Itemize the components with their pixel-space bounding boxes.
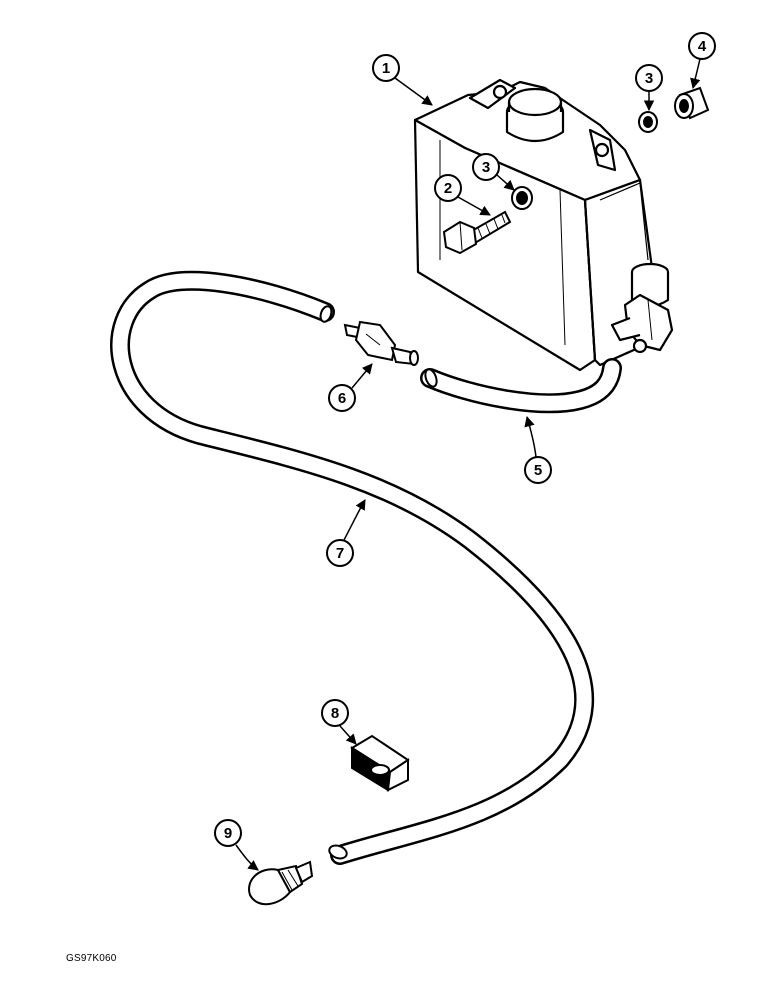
callout-2: 2 [434,174,491,216]
callout-1: 1 [372,54,433,106]
callout-5: 5 [524,415,552,484]
callout-6: 6 [328,363,373,412]
svg-text:1: 1 [382,60,390,77]
washer-top [638,111,658,133]
callout-4: 4 [688,32,716,90]
svg-text:5: 5 [534,462,542,479]
bolt [442,210,512,255]
callout-9: 9 [214,819,259,871]
clip [350,734,410,792]
svg-text:8: 8 [331,705,339,722]
callout-8: 8 [321,699,357,745]
bushing [674,86,710,120]
svg-text:2: 2 [444,180,452,197]
washer-mid [511,186,533,210]
callout-7: 7 [326,499,366,567]
svg-text:7: 7 [336,545,344,562]
hose-long [110,270,595,865]
washer-nozzle [248,860,314,906]
svg-text:3: 3 [482,159,490,176]
svg-text:9: 9 [224,825,232,842]
svg-text:4: 4 [698,38,707,55]
check-valve [343,320,419,366]
svg-text:6: 6 [338,390,346,407]
callout-3-top: 3 [635,64,663,112]
hose-short [420,358,622,414]
callout-3-mid: 3 [472,153,515,191]
figure-code: GS97K060 [66,953,117,964]
svg-text:3: 3 [645,70,653,87]
